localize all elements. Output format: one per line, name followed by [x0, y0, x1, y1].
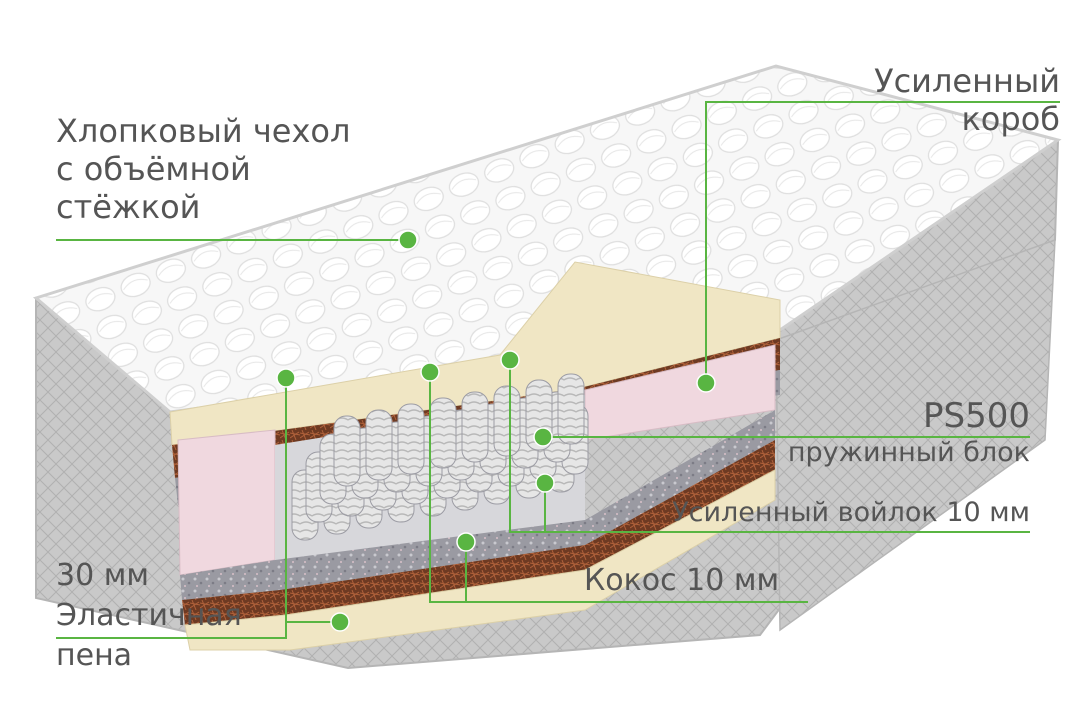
label-cover-line3: стёжкой: [56, 188, 201, 226]
leader-box-dot: [696, 373, 716, 393]
pocket-springs: [291, 373, 589, 541]
pocket-spring: [557, 373, 585, 445]
label-cover-line2: с объёмной: [56, 150, 251, 188]
pocket-spring: [365, 409, 393, 481]
pocket-spring: [461, 391, 489, 463]
leader-cover-dot: [398, 230, 418, 250]
pocket-spring: [493, 385, 521, 457]
label-coconut: Кокос 10 мм: [584, 563, 780, 598]
leader-lines: [56, 101, 1060, 639]
cutaway-section: [169, 261, 781, 651]
label-spring-desc: пружинный блок: [787, 437, 1030, 468]
leader-box: [705, 101, 1060, 383]
label-foam-line2: Эластичная: [56, 598, 242, 633]
leader-foam-2-dot: [330, 612, 350, 632]
label-box: Усиленный короб: [874, 62, 1060, 138]
leader-coconut: [429, 372, 808, 603]
leader-coconut-dot: [420, 362, 440, 382]
coconut-layer-bottom: [182, 440, 775, 625]
label-felt: Усиленный войлок 10 мм: [672, 497, 1030, 528]
label-foam-line3: пена: [56, 638, 133, 673]
label-foam: 30 мм Эластичная пена: [56, 556, 242, 676]
label-box-line1: Усиленный: [874, 62, 1060, 100]
label-box-line2: короб: [961, 100, 1060, 138]
label-foam-line1: 30 мм: [56, 558, 149, 593]
felt-layer-bottom: [180, 410, 775, 600]
leader-foam-dot: [276, 368, 296, 388]
leader-foam: [56, 378, 287, 639]
leader-coconut-2-dot: [456, 532, 476, 552]
pocket-spring: [333, 415, 361, 487]
leader-felt-dot: [500, 350, 520, 370]
reinforced-box-left: [177, 429, 276, 576]
mattress-top-quilted: [32, 64, 1062, 414]
pocket-spring: [429, 397, 457, 469]
label-cover-line1: Хлопковый чехол: [56, 112, 351, 150]
leader-spring-dot: [533, 427, 553, 447]
leader-felt-2-dot: [535, 473, 555, 493]
label-spring-model: PS500: [923, 396, 1030, 436]
pocket-spring: [397, 403, 425, 475]
label-cover: Хлопковый чехол с объёмной стёжкой: [56, 112, 350, 226]
label-spring: PS500 пружинный блок: [788, 396, 1030, 470]
leader-felt: [509, 360, 1030, 533]
foam-layer-bottom: [184, 469, 776, 651]
